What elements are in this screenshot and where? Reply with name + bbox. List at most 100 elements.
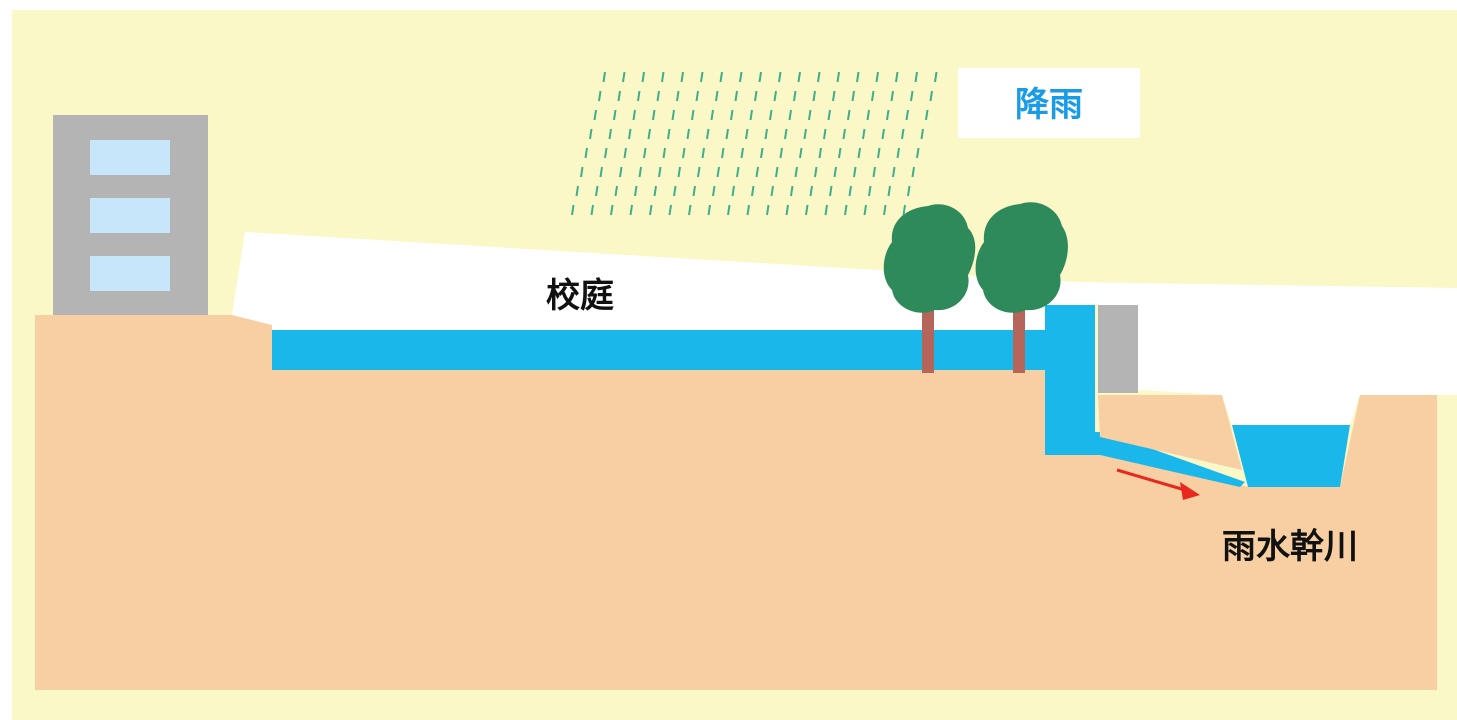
rain-drop (770, 185, 774, 197)
rain-drop (608, 128, 612, 140)
rain-drops (571, 71, 938, 216)
rain-drop (886, 109, 890, 121)
rain-drop (628, 128, 632, 140)
rain-drop (647, 128, 651, 140)
rain-drop (652, 109, 656, 121)
rain-drop (589, 128, 593, 140)
rain-drop (599, 166, 603, 178)
tree-trunk (1013, 295, 1025, 373)
rain-drop (758, 71, 762, 83)
rain-drop (727, 204, 731, 216)
rain-drop (634, 185, 638, 197)
rain-drop (638, 166, 642, 178)
rain-drop (920, 128, 924, 140)
building-window (90, 140, 170, 175)
rain-drop (653, 185, 657, 197)
rain-drop (749, 109, 753, 121)
rain-drop (755, 166, 759, 178)
rain-drop (649, 204, 653, 216)
tree-icon (883, 204, 976, 373)
schoolyard-label: 校庭 (546, 276, 614, 316)
rain-drop (575, 185, 579, 197)
rain-drop (881, 128, 885, 140)
rain-drop (580, 166, 584, 178)
rain-drop (667, 128, 671, 140)
rain-drop (695, 90, 699, 102)
rain-drop (658, 166, 662, 178)
rain-drop (751, 185, 755, 197)
rain-drop (832, 90, 836, 102)
rain-drop (643, 147, 647, 159)
rain-drop (641, 71, 645, 83)
school-building-icon (53, 115, 208, 315)
rain-drop (823, 128, 827, 140)
building-window (90, 198, 170, 233)
rain-drop (929, 90, 933, 102)
rain-drop (836, 71, 840, 83)
rain-label-box (958, 68, 1140, 138)
rain-drop (715, 90, 719, 102)
rain-drop (622, 71, 626, 83)
rain-drop (910, 90, 914, 102)
tree-foliage (975, 202, 1068, 313)
rain-drop (856, 71, 860, 83)
drain-shaft (1045, 305, 1095, 455)
rain-drop (775, 166, 779, 178)
earth-wedge (1098, 395, 1242, 470)
rain-drop (673, 185, 677, 197)
rain-drop (916, 147, 920, 159)
rain-drop (857, 147, 861, 159)
schoolyard-surface (232, 232, 1075, 330)
rain-drop (725, 128, 729, 140)
rain-drop (677, 166, 681, 178)
rain-drop (788, 109, 792, 121)
rain-drop (662, 147, 666, 159)
rain-drop (911, 166, 915, 178)
rain-drop (740, 147, 744, 159)
rain-drop (875, 71, 879, 83)
rain-drop (593, 109, 597, 121)
rain-drop (866, 109, 870, 121)
flow-arrow-icon (1116, 468, 1200, 500)
river-water (1232, 425, 1350, 487)
rain-drop (818, 147, 822, 159)
building-window (90, 256, 170, 291)
rain-drop (661, 71, 665, 83)
rain-drop (656, 90, 660, 102)
rain-drop (671, 109, 675, 121)
rain-drop (883, 204, 887, 216)
rain-drop (784, 128, 788, 140)
rain-drop (706, 128, 710, 140)
rain-drop (734, 90, 738, 102)
rain-drop (892, 166, 896, 178)
rain-drop (887, 185, 891, 197)
rain-drop (716, 166, 720, 178)
rain-drop (604, 147, 608, 159)
drain-pipe (1095, 432, 1245, 487)
rain-drop (613, 109, 617, 121)
rain-drop (760, 147, 764, 159)
rain-drop (736, 166, 740, 178)
rain-drop (824, 204, 828, 216)
rain-drop (764, 128, 768, 140)
rain-drop (676, 90, 680, 102)
rain-drop (851, 90, 855, 102)
rain-drop (584, 147, 588, 159)
rain-drop (896, 147, 900, 159)
rain-drop (610, 204, 614, 216)
rain-drop (890, 90, 894, 102)
rain-drop (793, 90, 797, 102)
rain-drop (833, 166, 837, 178)
rain-drop (799, 147, 803, 159)
rain-drop (680, 71, 684, 83)
rain-drop (808, 109, 812, 121)
rain-drop (803, 128, 807, 140)
rain-drop (712, 185, 716, 197)
rain-drop (817, 71, 821, 83)
rain-drop (853, 166, 857, 178)
storm-drain-label-box (1185, 512, 1395, 578)
rain-drop (779, 147, 783, 159)
rain-drop (721, 147, 725, 159)
rain-drop (901, 128, 905, 140)
